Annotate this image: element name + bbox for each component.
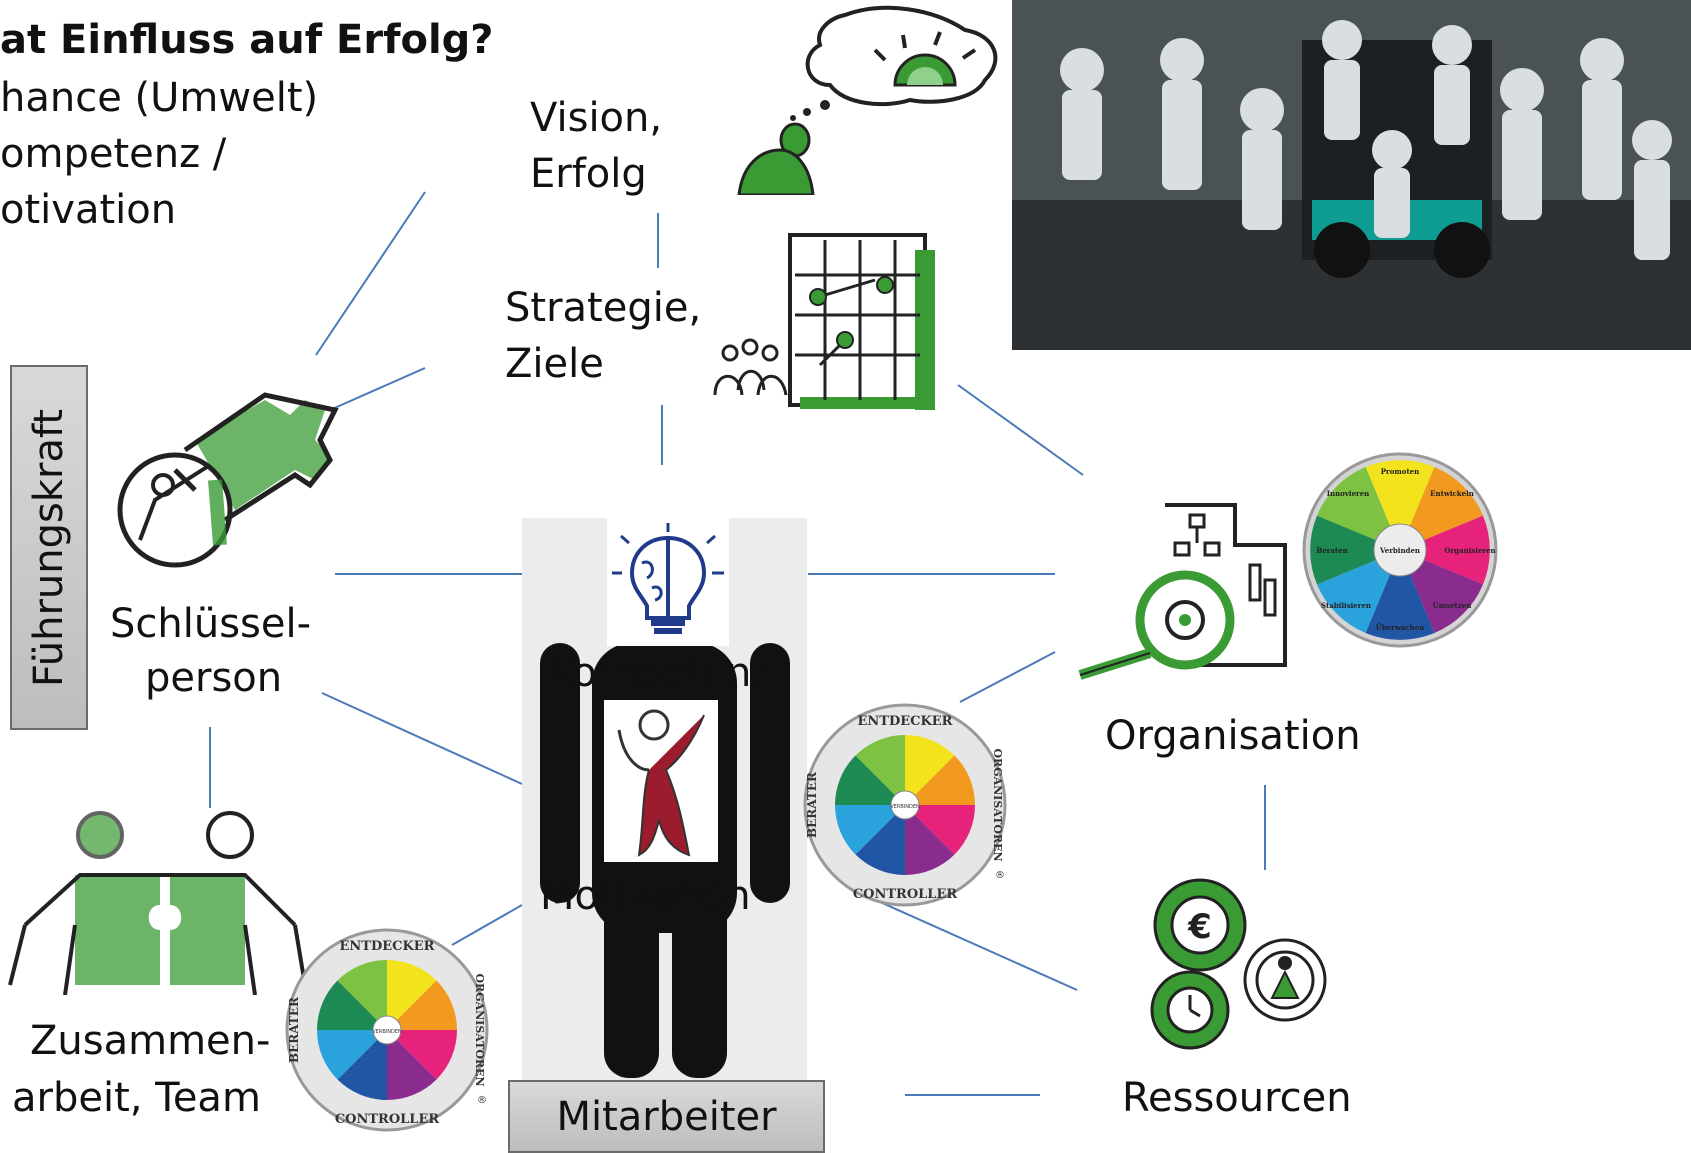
schluessel-label-line1: Schlüssel-	[110, 601, 312, 647]
pit-crew-photo	[1012, 0, 1691, 350]
motivation-label: Motivation	[540, 873, 751, 919]
heading-title: at Einfluss auf Erfolg?	[0, 17, 494, 63]
wheel-segment-organisieren: Organisieren	[1444, 546, 1495, 555]
wheel-center-label: VERBINDEN	[890, 804, 920, 810]
wheel-bottom-label: CONTROLLER	[335, 1112, 440, 1127]
kompetenz-label: Kompetenz	[548, 650, 773, 696]
strategy-chart-icon	[713, 233, 935, 410]
team-label-line2: arbeit, Team	[12, 1075, 261, 1121]
connector-line	[959, 651, 1056, 703]
wheel-bottom-label: CONTROLLER	[853, 887, 958, 902]
motivation-icon-box	[604, 700, 718, 862]
wheel-segment-innovieren: Innovieren	[1327, 489, 1370, 498]
mitarbeiter-box: Mitarbeiter	[508, 1080, 825, 1153]
wheel-top-label: ENTDECKER	[857, 714, 952, 729]
wheel-left-label: BERATER	[805, 771, 819, 838]
wheel-segment-promoten: Promoten	[1381, 467, 1419, 476]
connector-line	[451, 904, 523, 946]
brain-bulb-icon	[612, 523, 724, 634]
wheel-registered-mark: ®	[477, 1095, 487, 1106]
wheel-right-label: ORGANISATOREN	[991, 748, 1004, 861]
strategie-label-line1: Strategie,	[505, 285, 702, 331]
wheel-right-label: ORGANISATOREN	[473, 973, 486, 1086]
connector-line	[329, 367, 426, 411]
wheel-center-label: VERBINDEN	[372, 1029, 402, 1035]
wheel-segment-stabilisieren: Stabilisieren	[1321, 601, 1371, 610]
mitarbeiter-label: Mitarbeiter	[556, 1093, 777, 1140]
organisation-label: Organisation	[1105, 713, 1361, 759]
vision-thought-icon	[737, 5, 998, 195]
fuehrungskraft-box: Führungskraft	[10, 365, 88, 730]
svg-text:€: €	[1187, 907, 1212, 947]
brain-bulb-box	[607, 518, 729, 646]
connector-line	[321, 692, 523, 785]
strategie-label-line2: Ziele	[505, 341, 604, 387]
heading-item-chance: hance (Umwelt)	[0, 75, 319, 121]
schluessel-label-line2: person	[145, 655, 283, 701]
ressourcen-label: Ressourcen	[1122, 1075, 1352, 1121]
roles-wheel-small: Promoten Entwickeln Organisieren Umsetze…	[1302, 452, 1498, 648]
connector-line	[957, 384, 1084, 476]
organisation-building-icon	[1078, 503, 1287, 680]
heading-item-motivation: otivation	[0, 187, 177, 233]
fuehrungskraft-label: Führungskraft	[26, 408, 72, 687]
wheel-center-label: Verbinden	[1379, 546, 1420, 555]
wheel-segment-beraten: Beraten	[1316, 546, 1347, 555]
wheel-top-label: ENTDECKER	[339, 939, 434, 954]
key-person-icon	[117, 392, 339, 568]
connector-line	[315, 191, 426, 356]
wheel-registered-mark: ®	[995, 870, 1005, 881]
team-puzzle-icon	[8, 811, 305, 995]
motivation-figure-icon	[617, 709, 705, 857]
resources-gears-icon: €	[1150, 878, 1327, 1050]
wheel-segment-ueberwachen: Überwachen	[1376, 623, 1425, 632]
roles-wheel-middle: ENTDECKER CONTROLLER VERBINDEN BERATER O…	[803, 703, 1007, 907]
wheel-left-label: BERATER	[287, 996, 301, 1063]
heading-item-kompetenz: ompetenz /	[0, 131, 227, 177]
connector-line	[879, 901, 1078, 991]
wheel-segment-umsetzen: Umsetzen	[1433, 601, 1472, 610]
vision-label-line1: Vision,	[530, 95, 663, 141]
wheel-segment-entwickeln: Entwickeln	[1430, 489, 1474, 498]
team-label-line1: Zusammen-	[30, 1018, 271, 1064]
vision-label-line2: Erfolg	[530, 151, 647, 197]
roles-wheel-bottom: ENTDECKER CONTROLLER VERBINDEN BERATER O…	[285, 928, 489, 1132]
